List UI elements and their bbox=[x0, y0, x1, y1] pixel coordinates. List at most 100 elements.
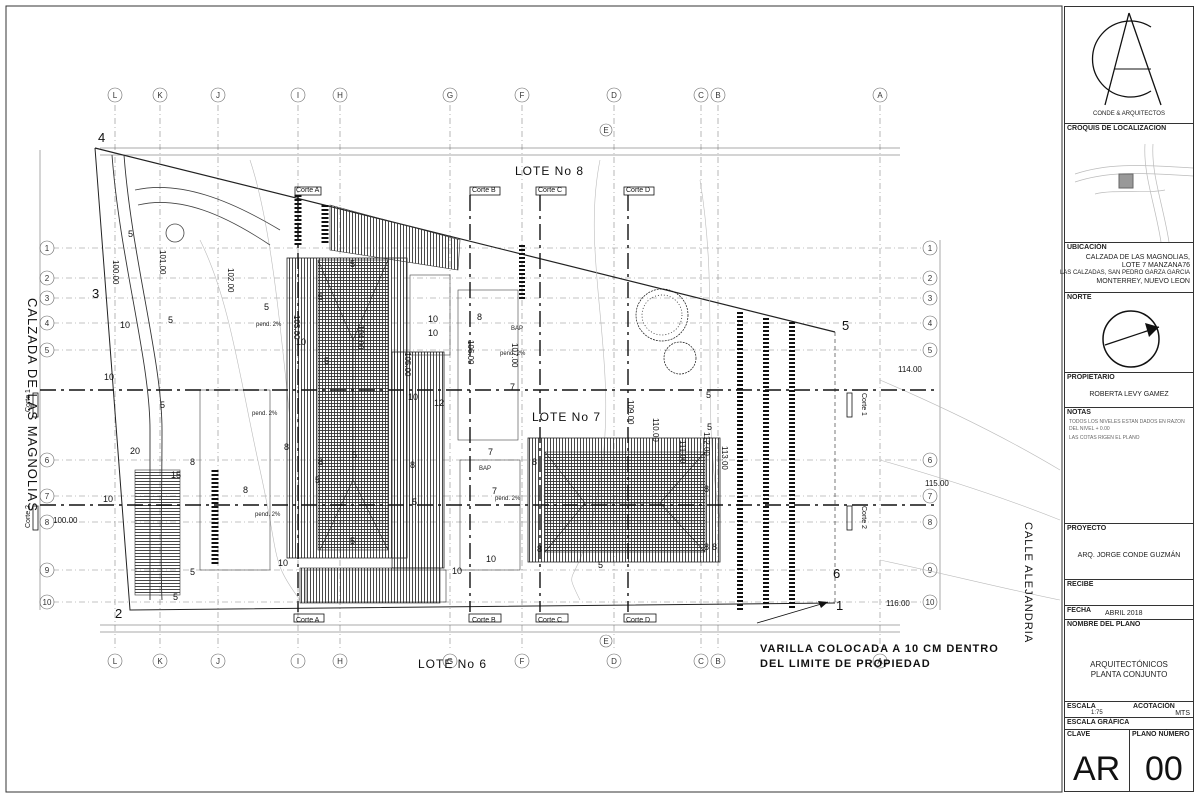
stairs-left bbox=[134, 469, 181, 596]
svg-text:pend. 2%: pend. 2% bbox=[495, 496, 521, 502]
corte-1-right: Corte 1 bbox=[860, 393, 867, 416]
svg-text:10: 10 bbox=[103, 494, 113, 504]
escala-grafica-label: ESCALA GRÁFICA bbox=[1067, 719, 1130, 726]
svg-text:109.00: 109.00 bbox=[626, 400, 635, 425]
clave-value: AR bbox=[1073, 750, 1121, 788]
grid-row-left-label: 9 bbox=[45, 566, 50, 575]
grid-col-bottom-label: K bbox=[157, 657, 163, 666]
svg-text:10: 10 bbox=[278, 558, 288, 568]
proyecto-section: PROYECTO ARQ. JORGE CONDE GUZMÁN bbox=[1065, 523, 1193, 579]
location-map-icon bbox=[1074, 143, 1193, 242]
svg-text:5: 5 bbox=[706, 390, 711, 400]
plano-numero-value: 00 bbox=[1145, 750, 1183, 788]
svg-text:12: 12 bbox=[434, 398, 444, 408]
corte-b-top: Corte B bbox=[472, 187, 496, 194]
stairs-top bbox=[305, 204, 461, 603]
driveway-arcs bbox=[134, 187, 281, 246]
grid-row-left-label: 6 bbox=[45, 456, 50, 465]
main-house-roof bbox=[286, 257, 445, 604]
svg-text:8: 8 bbox=[532, 457, 537, 467]
svg-text:7: 7 bbox=[510, 382, 515, 392]
svg-text:8: 8 bbox=[477, 312, 482, 322]
grid-row-right-bubble bbox=[922, 315, 938, 331]
grid-col-top-label: A bbox=[877, 91, 883, 100]
clave-section: CLAVE PLANO NÚMERO AR 00 bbox=[1065, 729, 1193, 792]
grid-col-top-label: I bbox=[297, 91, 299, 100]
svg-text:5: 5 bbox=[160, 400, 165, 410]
grid-col-top-bubble bbox=[442, 87, 458, 103]
grid-col-bottom-label: C bbox=[698, 657, 704, 666]
grid-col-bottom-label: I bbox=[297, 657, 299, 666]
svg-text:5: 5 bbox=[598, 560, 603, 570]
ubicacion-section: UBICACIÓN CALZADA DE LAS MAGNOLIAS, LOTE… bbox=[1060, 242, 1193, 292]
title-block: CONDE & ARQUITECTOS CROQUIS DE LOCALIZAC… bbox=[1060, 6, 1194, 792]
svg-text:8: 8 bbox=[410, 460, 415, 470]
svg-text:2: 2 bbox=[115, 606, 122, 621]
grid-col-top-bubble bbox=[606, 87, 622, 103]
escala-label: ESCALA bbox=[1067, 703, 1096, 710]
grid-row-left-label: 1 bbox=[45, 244, 50, 253]
contour-lines bbox=[199, 159, 1061, 601]
svg-text:8: 8 bbox=[190, 457, 195, 467]
note-leader bbox=[756, 601, 829, 624]
grid-row-right-bubble bbox=[922, 594, 938, 610]
svg-text:5: 5 bbox=[318, 292, 323, 302]
grid-row-right-bubble bbox=[922, 240, 938, 256]
grid-col-top-bubble bbox=[332, 87, 348, 103]
sheet-border bbox=[5, 5, 1063, 793]
svg-text:8: 8 bbox=[712, 542, 717, 552]
svg-text:5: 5 bbox=[412, 497, 417, 507]
vegetation bbox=[211, 195, 795, 610]
propietario-section: PROPIETARIO ROBERTA LEVY GAMEZ bbox=[1065, 372, 1193, 407]
svg-text:5: 5 bbox=[190, 567, 195, 577]
lot-bottom-label: LOTE No 6 bbox=[418, 657, 487, 671]
svg-text:5: 5 bbox=[128, 229, 133, 239]
fecha-value: ABRIL 2018 bbox=[1105, 610, 1143, 617]
ubicacion-line-2: LOTE 7 MANZANA76 bbox=[1121, 262, 1190, 269]
notas-label: NOTAS bbox=[1067, 409, 1091, 416]
lot-middle-label: LOTE No 7 bbox=[532, 410, 601, 424]
nombre-plano-line-2: PLANTA CONJUNTO bbox=[1090, 670, 1168, 679]
fecha-section: FECHA ABRIL 2018 bbox=[1065, 605, 1193, 619]
svg-text:5: 5 bbox=[168, 315, 173, 325]
clave-divider bbox=[1129, 730, 1130, 792]
svg-text:8: 8 bbox=[704, 484, 709, 494]
grid-row-right-label: 5 bbox=[928, 346, 933, 355]
svg-text:3: 3 bbox=[92, 286, 99, 301]
grid-col-bottom-label: B bbox=[715, 657, 720, 666]
svg-text:5: 5 bbox=[173, 592, 178, 602]
ubicacion-label: UBICACIÓN bbox=[1067, 244, 1107, 251]
grid-col-top-label: J bbox=[216, 91, 220, 100]
corte-2-left: Corte 2 bbox=[25, 505, 32, 528]
svg-text:5: 5 bbox=[350, 536, 355, 546]
grid-col-top-label: F bbox=[520, 91, 525, 100]
grid-row-right-label: 8 bbox=[928, 518, 933, 527]
proyecto-label: PROYECTO bbox=[1067, 525, 1107, 532]
svg-text:113.00: 113.00 bbox=[720, 446, 729, 470]
grid-col-bottom-label: G bbox=[447, 657, 453, 666]
interior-outlines bbox=[199, 274, 521, 571]
svg-text:20: 20 bbox=[130, 446, 140, 456]
corte-d-top: Corte D bbox=[626, 187, 650, 194]
nombre-plano-line-1: ARQUITECTÓNICOS bbox=[1090, 660, 1168, 669]
svg-text:114.00: 114.00 bbox=[898, 365, 922, 374]
grid-col-top-bubble bbox=[693, 87, 709, 103]
recibe-label: RECIBE bbox=[1067, 581, 1094, 588]
svg-text:100.00: 100.00 bbox=[53, 516, 78, 525]
svg-text:110.00: 110.00 bbox=[651, 418, 660, 442]
svg-text:104.00: 104.00 bbox=[356, 325, 365, 350]
nota-line-1: TODOS LOS NIVELES ESTAN DADOS EN RAZON bbox=[1069, 419, 1185, 425]
svg-text:10: 10 bbox=[452, 566, 462, 576]
grid-row-right-bubble bbox=[922, 270, 938, 286]
grid-col-top-bubble bbox=[710, 87, 726, 103]
svg-text:4: 4 bbox=[98, 130, 105, 145]
nombre-plano-section: NOMBRE DEL PLANO ARQUITECTÓNICOS PLANTA … bbox=[1065, 619, 1193, 701]
svg-text:116.00: 116.00 bbox=[886, 599, 910, 608]
ubicacion-line-3: LAS CALZADAS, SAN PEDRO GARZA GARCIA bbox=[1059, 270, 1190, 276]
street-right-label: CALLE ALEJANDRIA bbox=[1022, 522, 1034, 643]
grid-col-bottom-label: H bbox=[337, 657, 343, 666]
grid-row-right-label: 1 bbox=[928, 244, 933, 253]
elevation-dims: 100.00 101.00 102.00 103.00 104.00 105.0… bbox=[53, 250, 949, 608]
